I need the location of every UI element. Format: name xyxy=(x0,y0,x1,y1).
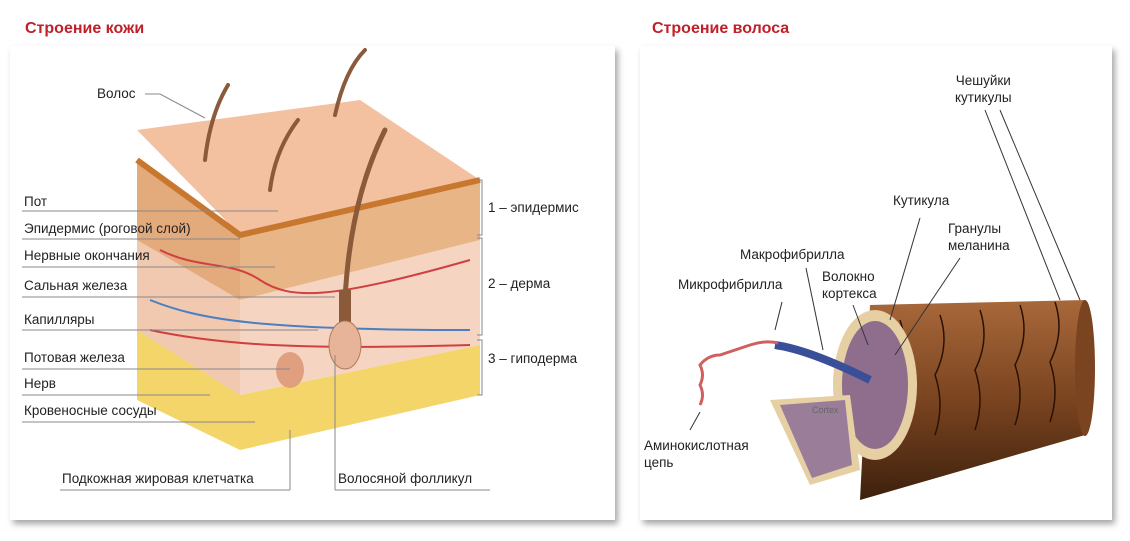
label-cuticle-scales-line1: Чешуйки xyxy=(955,73,1011,88)
layer-dermis: 2 – дерма xyxy=(488,276,551,291)
skin-cube-illustration xyxy=(135,48,481,450)
label-cortex-fiber-line1: Волокно xyxy=(822,269,875,284)
label-subcutaneous-fat: Подкожная жировая клетчатка xyxy=(62,471,254,486)
label-microfibril: Микрофибрилла xyxy=(678,277,783,292)
label-sweat: Пот xyxy=(24,194,48,209)
hypodermis-fat xyxy=(137,330,480,450)
label-blood-vessels: Кровеносные сосуды xyxy=(24,403,157,418)
epidermis-side xyxy=(240,180,480,300)
label-sebaceous-gland: Сальная железа xyxy=(24,278,128,293)
dermis-front xyxy=(137,240,240,395)
label-melanin-line2: меланина xyxy=(948,238,1010,253)
skin-surface xyxy=(137,100,480,235)
hair-shaft-illustration: Cortex xyxy=(698,300,1095,500)
label-amino-chain: Аминокислотная цепь xyxy=(644,437,749,471)
label-cortex-fiber: Волокно кортекса xyxy=(822,268,877,302)
label-epidermis-horny: Эпидермис (роговой слой) xyxy=(24,221,191,236)
label-macrofibril: Макрофибрилла xyxy=(740,247,845,262)
label-cuticle: Кутикула xyxy=(893,193,950,208)
dermis-side xyxy=(240,240,480,395)
label-cortex-fiber-line2: кортекса xyxy=(822,286,877,301)
layer-hypodermis: 3 – гиподерма xyxy=(488,351,578,366)
label-cuticle-scales-line2: кутикулы xyxy=(955,90,1012,105)
label-amino-chain-line1: Аминокислотная xyxy=(644,438,749,453)
label-cuticle-scales: Чешуйки кутикулы xyxy=(955,72,1012,106)
label-hair-follicle: Волосяной фолликул xyxy=(338,471,473,486)
label-melanin: Гранулы меланина xyxy=(948,220,1010,254)
label-nerve-endings: Нервные окончания xyxy=(24,248,150,263)
label-hair: Волос xyxy=(97,86,136,101)
skin-title: Строение кожи xyxy=(25,20,145,37)
hair-title: Строение волоса xyxy=(652,20,790,37)
layer-epidermis: 1 – эпидермис xyxy=(488,200,579,215)
cortex-inner-label: Cortex xyxy=(812,405,839,415)
label-nerve: Нерв xyxy=(24,376,56,391)
label-capillaries: Капилляры xyxy=(24,312,95,327)
label-sweat-gland: Потовая железа xyxy=(24,350,125,365)
label-melanin-line1: Гранулы xyxy=(948,221,1002,236)
label-amino-chain-line2: цепь xyxy=(644,455,674,470)
